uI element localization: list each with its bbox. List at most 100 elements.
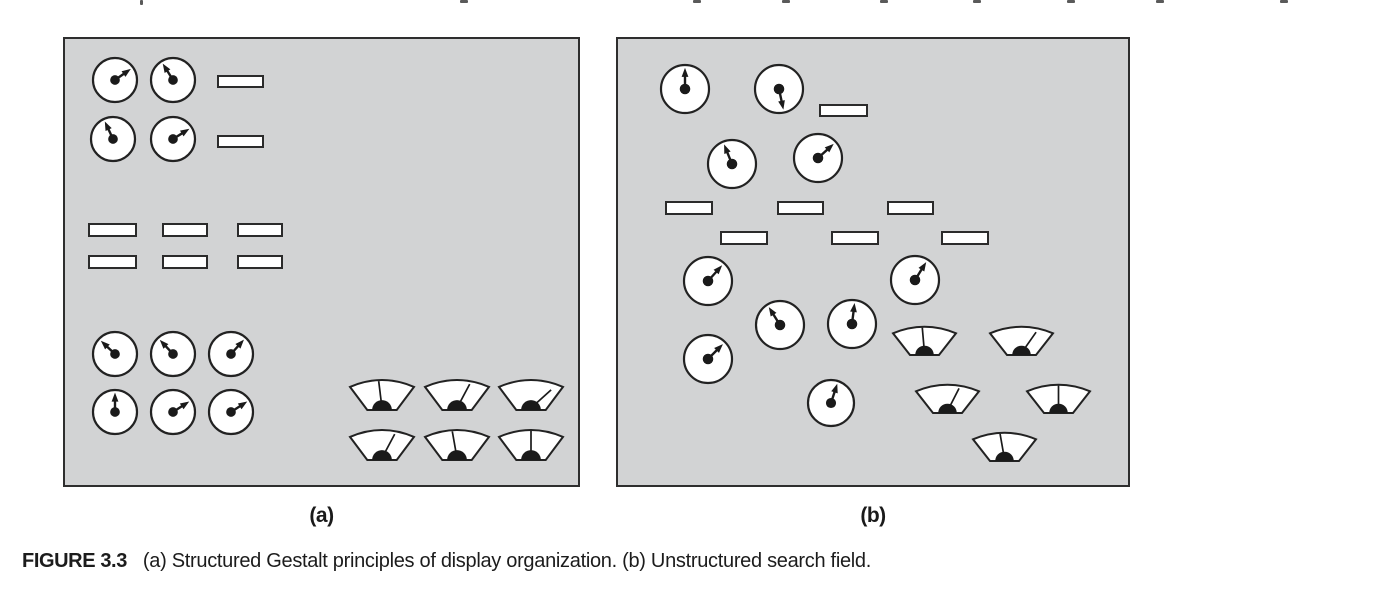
- needle-arrowhead: [237, 401, 248, 410]
- figure-number: FIGURE 3.3: [22, 550, 127, 572]
- fan-meter-gauge: [497, 429, 565, 461]
- round-dial-gauge: [149, 388, 197, 436]
- fan-meter-hub: [915, 345, 934, 355]
- round-dial-gauge: [754, 299, 806, 351]
- needle-arrowhead: [121, 68, 131, 77]
- fan-meter-hub: [1012, 345, 1031, 355]
- fan-meter-hub: [521, 450, 541, 460]
- round-dial-gauge: [706, 138, 758, 190]
- needle-arrowhead: [179, 401, 190, 410]
- indicator-rectangle: [831, 231, 879, 245]
- round-dial-gauge: [826, 298, 878, 350]
- fan-meter-gauge: [914, 383, 981, 414]
- needle-arrowhead: [824, 143, 834, 153]
- indicator-rectangle: [665, 201, 713, 215]
- needle-arrowhead: [714, 344, 723, 353]
- fan-meter-face: [348, 429, 416, 461]
- dial-hub: [168, 75, 178, 85]
- figure-panel-b: [616, 37, 1130, 487]
- indicator-rectangle: [887, 201, 934, 215]
- needle-arrowhead: [235, 339, 244, 349]
- fan-meter-face: [497, 379, 565, 411]
- fan-meter-face: [423, 379, 491, 411]
- dial-hub: [702, 353, 714, 365]
- dial-hub: [774, 319, 786, 331]
- round-dial-gauge: [149, 56, 197, 104]
- round-dial-gauge: [753, 63, 805, 115]
- round-dial-gauge: [659, 63, 711, 115]
- panel-a-label: (a): [309, 504, 334, 527]
- fan-meter-hub: [521, 400, 541, 410]
- fan-meter-gauge: [1025, 383, 1092, 414]
- fan-meter-gauge: [423, 379, 491, 411]
- panel-b-label: (b): [860, 504, 886, 527]
- fan-meter-face: [988, 325, 1055, 356]
- cropped-glyph-fragment: [1067, 0, 1075, 3]
- fan-meter-gauge: [348, 429, 416, 461]
- needle-arrowhead: [713, 265, 723, 275]
- round-dial-gauge: [792, 132, 844, 184]
- indicator-rectangle: [162, 223, 208, 237]
- cropped-glyph-fragment: [782, 0, 790, 3]
- cropped-glyph-fragment: [460, 0, 468, 3]
- needle-arrowhead: [778, 100, 785, 110]
- dial-hub: [702, 275, 714, 287]
- fan-meter-gauge: [988, 325, 1055, 356]
- indicator-rectangle: [88, 223, 137, 237]
- needle-arrowhead: [768, 307, 777, 317]
- fan-meter-face: [914, 383, 981, 414]
- indicator-rectangle: [237, 223, 283, 237]
- dial-hub: [825, 397, 837, 409]
- cropped-glyph-fragment: [1156, 0, 1164, 3]
- needle-arrowhead: [831, 383, 838, 394]
- round-dial-gauge: [806, 378, 856, 428]
- fan-meter-gauge: [891, 325, 958, 356]
- dial-hub: [168, 407, 178, 417]
- needle-arrowhead: [850, 303, 857, 313]
- indicator-rectangle: [217, 135, 264, 148]
- round-dial-gauge: [207, 330, 255, 378]
- indicator-rectangle: [819, 104, 868, 117]
- round-dial-gauge: [91, 56, 139, 104]
- fan-meter-hub: [995, 451, 1014, 461]
- fan-meter-hub: [372, 400, 392, 410]
- needle-arrowhead: [100, 340, 110, 350]
- indicator-rectangle: [720, 231, 768, 245]
- round-dial-gauge: [207, 388, 255, 436]
- needle-arrowhead: [162, 63, 171, 74]
- dial-hub: [773, 83, 785, 95]
- needle-arrowhead: [724, 144, 731, 155]
- indicator-rectangle: [88, 255, 137, 269]
- round-dial-gauge: [89, 115, 137, 163]
- dial-hub: [726, 158, 738, 170]
- dial-hub: [110, 349, 120, 359]
- fan-meter-face: [423, 429, 491, 461]
- indicator-rectangle: [941, 231, 989, 245]
- cropped-glyph-fragment: [880, 0, 888, 3]
- round-dial-gauge: [91, 388, 139, 436]
- fan-meter-gauge: [348, 379, 416, 411]
- indicator-rectangle: [777, 201, 824, 215]
- needle-arrowhead: [104, 121, 112, 132]
- round-dial-gauge: [91, 330, 139, 378]
- cropped-glyph-fragment: [973, 0, 981, 3]
- fan-meter-hub: [372, 450, 392, 460]
- dial-hub: [226, 407, 236, 417]
- needle-arrowhead: [111, 392, 119, 402]
- fan-meter-hub: [938, 403, 957, 413]
- figure-caption-text: (a) Structured Gestalt principles of dis…: [142, 550, 872, 572]
- dial-hub: [108, 134, 118, 144]
- fan-meter-gauge: [497, 379, 565, 411]
- fan-meter-face: [971, 431, 1038, 462]
- round-dial-gauge: [149, 115, 197, 163]
- cropped-glyph-fragment: [1280, 0, 1288, 3]
- fan-meter-hub: [447, 450, 467, 460]
- fan-meter-face: [348, 379, 416, 411]
- needle-arrowhead: [179, 128, 190, 137]
- dial-hub: [679, 83, 691, 95]
- dial-hub: [168, 349, 178, 359]
- dial-hub: [110, 407, 120, 417]
- round-dial-gauge: [682, 333, 734, 385]
- figure-panel-a: [63, 37, 580, 487]
- indicator-rectangle: [237, 255, 283, 269]
